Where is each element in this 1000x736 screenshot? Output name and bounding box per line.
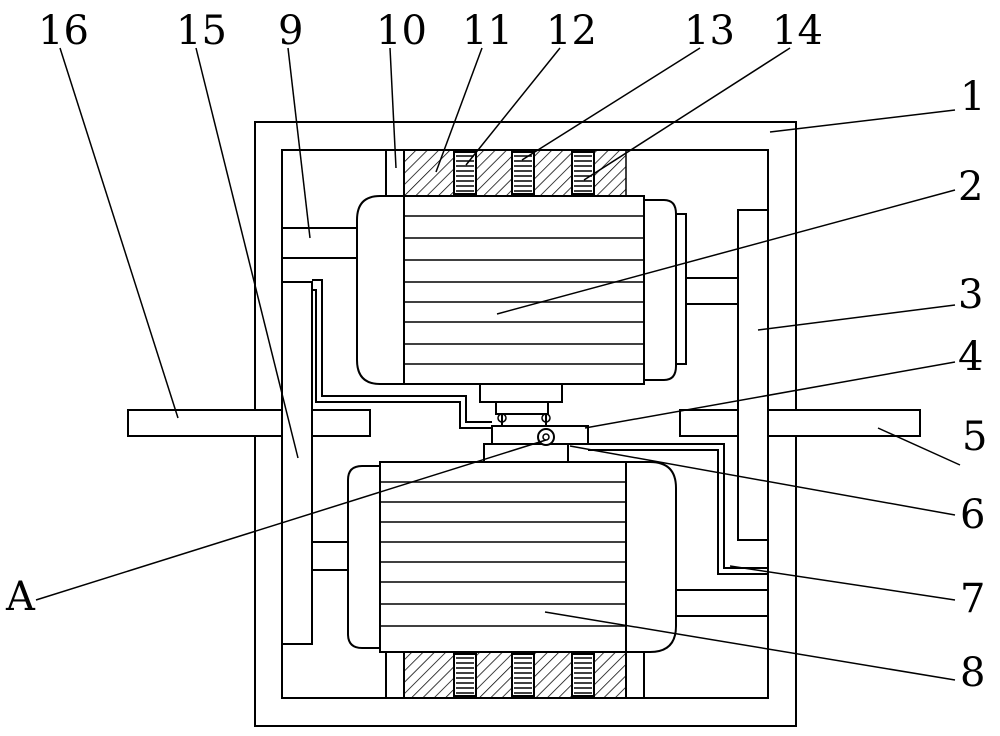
label-16: 16 (38, 8, 89, 54)
label-7: 7 (960, 576, 985, 622)
top-spring-2 (511, 151, 535, 195)
bottom-motor (311, 443, 769, 653)
leader-lines (35, 47, 961, 681)
label-3: 3 (958, 272, 983, 318)
label-5: 5 (962, 414, 987, 460)
support-arm-9 (282, 227, 357, 259)
top-spring-1 (453, 151, 477, 195)
label-A: A (5, 574, 36, 620)
right-plate-3 (737, 209, 769, 541)
right-shaft-5 (679, 409, 921, 437)
label-1: 1 (960, 74, 985, 120)
label-12: 12 (546, 8, 597, 54)
bottom-spring-3 (571, 653, 595, 697)
label-4: 4 (958, 334, 983, 380)
label-6: 6 (960, 492, 985, 538)
label-14: 14 (772, 8, 823, 54)
label-9: 9 (278, 8, 303, 54)
bottom-damper-block (403, 651, 627, 699)
coupling-assembly (491, 413, 589, 446)
bottom-spring-2 (511, 653, 535, 697)
left-shaft-16 (127, 409, 371, 437)
top-motor (356, 195, 739, 415)
label-10: 10 (376, 8, 427, 54)
label-8: 8 (960, 650, 985, 696)
label-11: 11 (462, 8, 513, 54)
label-13: 13 (684, 8, 735, 54)
left-plate-15 (281, 281, 313, 645)
bottom-spring-1 (453, 653, 477, 697)
top-spring-3 (571, 151, 595, 195)
part-labels: 16 15 9 10 11 12 13 14 1 2 3 4 5 6 7 8 A (5, 8, 987, 696)
top-damper-block (403, 149, 627, 197)
label-2: 2 (958, 164, 983, 210)
label-15: 15 (176, 8, 227, 54)
